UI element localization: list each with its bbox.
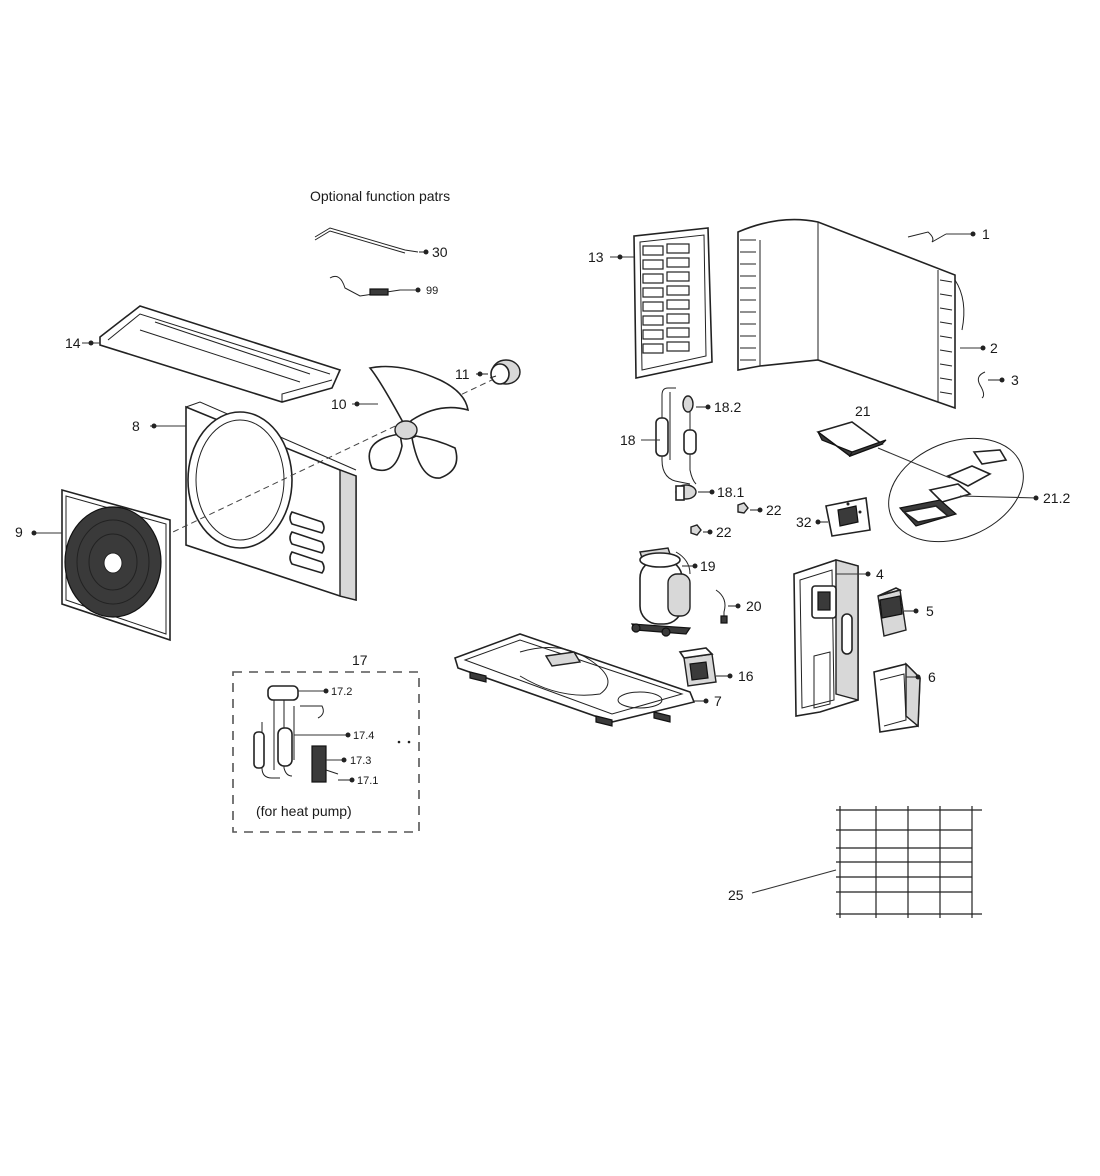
part-3-temperature-sensor (977, 371, 986, 399)
callout-18-1: 18.1 (717, 484, 744, 500)
part-22-nut-lower (690, 524, 702, 536)
callout-99: 99 (426, 285, 438, 297)
part-1-temperature-sensor (907, 231, 947, 243)
part-9-grille (61, 488, 171, 642)
callout-3: 3 (1011, 372, 1019, 388)
part-99-wire-harness (329, 275, 401, 297)
callout-17-1: 17.1 (357, 775, 378, 787)
callout-22-upper: 22 (766, 502, 782, 518)
callout-9: 9 (15, 524, 23, 540)
callout-8: 8 (132, 418, 140, 434)
part-5-valve-cover (877, 587, 907, 637)
callout-2: 2 (990, 340, 998, 356)
callout-17-4: 17.4 (353, 730, 374, 742)
callout-32: 32 (796, 514, 812, 530)
part-2-condenser-coil (737, 218, 965, 410)
heat-pump-caption: (for heat pump) (256, 803, 352, 819)
part-21-electric-control-box (816, 421, 887, 458)
optional-parts-title: Optional function patrs (310, 188, 450, 204)
part-22-nut-upper (737, 502, 749, 514)
part-21-2-detail-group (888, 437, 1024, 543)
callout-17-2: 17.2 (331, 686, 352, 698)
callout-4: 4 (876, 566, 884, 582)
part-20-discharge-sensor (715, 589, 726, 620)
part-14-top-cover (99, 305, 342, 403)
callout-11: 11 (455, 366, 470, 382)
callout-5: 5 (926, 603, 934, 619)
part-19-compressor (630, 547, 692, 637)
part-6-handle-cover (873, 662, 921, 733)
part-13-side-grille (633, 227, 713, 379)
part-8-front-panel (185, 401, 357, 602)
callout-19: 19 (700, 558, 716, 574)
callout-1: 1 (982, 226, 990, 242)
heat-pump-dashed-box (232, 671, 420, 833)
part-30-sensor-wire (314, 227, 419, 254)
callout-16: 16 (738, 668, 754, 684)
callout-13: 13 (588, 249, 604, 265)
callout-22-lower: 22 (716, 524, 732, 540)
callout-21: 21 (855, 403, 871, 419)
part-32-control-board (825, 497, 871, 537)
callout-14: 14 (65, 335, 81, 351)
part-11-fan-motor (489, 359, 521, 385)
part-25-protective-mesh (836, 806, 982, 918)
part-7-base-pan (454, 633, 696, 727)
leader-21-to-detail (877, 447, 951, 479)
callout-21-2: 21.2 (1043, 490, 1070, 506)
part-16-capacitor (678, 647, 717, 687)
callout-25: 25 (728, 887, 744, 903)
part-18-valve-assembly (655, 387, 697, 501)
callout-7: 7 (714, 693, 722, 709)
callout-10: 10 (331, 396, 347, 412)
callout-30: 30 (432, 244, 448, 260)
part-17-heat-pump-assembly (253, 685, 339, 783)
callout-18-2: 18.2 (714, 399, 741, 415)
callout-17: 17 (352, 652, 368, 668)
part-4-right-side-panel (793, 559, 859, 717)
callout-6: 6 (928, 669, 936, 685)
callout-20: 20 (746, 598, 762, 614)
part-10-fan-blade (368, 365, 469, 479)
callout-17-3: 17.3 (350, 755, 371, 767)
callout-18: 18 (620, 432, 636, 448)
fan-axis-line (109, 377, 497, 563)
